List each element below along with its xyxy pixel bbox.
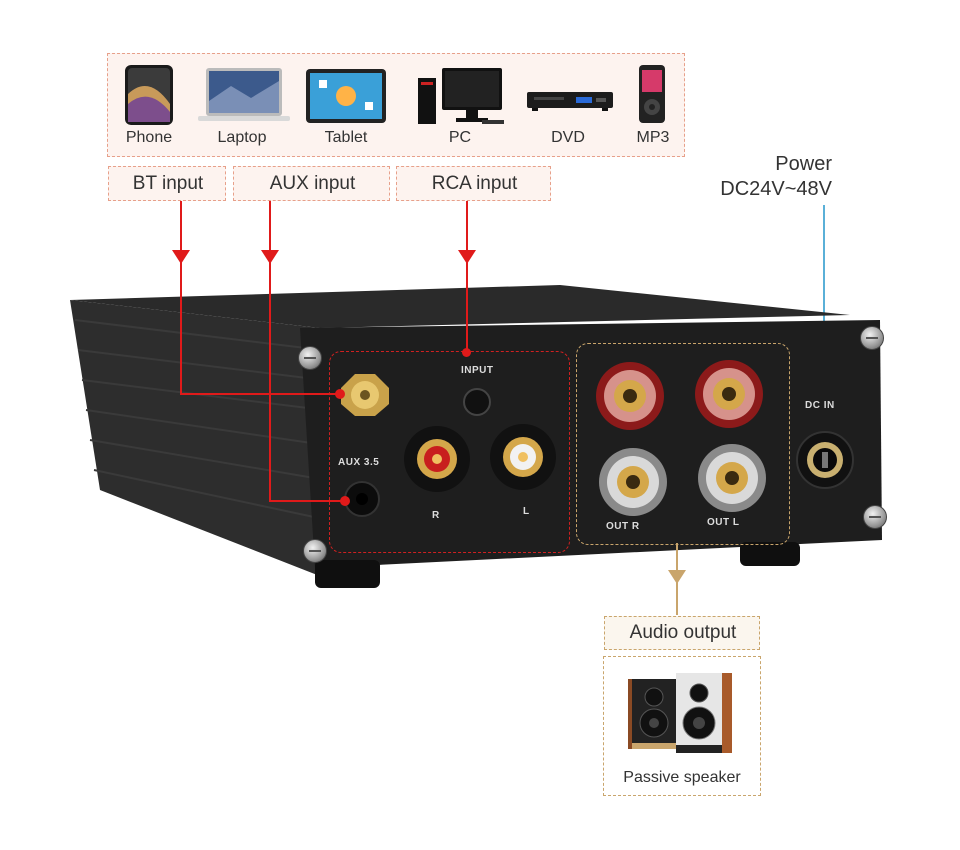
aux-arrow-line	[269, 201, 271, 501]
aux-jack	[344, 481, 380, 517]
screw-bottom-right	[863, 505, 887, 529]
passive-speaker-box: Passive speaker	[603, 656, 761, 796]
speaker-icon	[628, 673, 732, 753]
bt-arrow-dot	[335, 389, 345, 399]
aux-arrow-connector	[269, 500, 345, 502]
rca-arrow-dot	[462, 348, 471, 357]
screw-bottom-left	[303, 539, 327, 563]
phone-icon	[125, 65, 173, 125]
bt-arrow-head	[172, 250, 190, 264]
bt-antenna-connector	[341, 374, 389, 416]
output-group-outline	[576, 343, 790, 545]
tablet-icon	[306, 69, 386, 123]
rca-right-jack	[404, 426, 470, 492]
out-l-black-terminal	[698, 444, 766, 512]
bt-input-label: BT input	[108, 166, 226, 201]
pc-icon	[418, 68, 504, 124]
out-r-black-terminal	[599, 448, 667, 516]
rca-r-label: R	[432, 510, 440, 521]
power-voltage-label: DC24V~48V	[720, 178, 832, 200]
screw-top-left	[298, 346, 322, 370]
device-label-dvd: DVD	[551, 129, 585, 146]
device-label-pc: PC	[448, 129, 472, 146]
device-label-laptop: Laptop	[217, 129, 267, 146]
out-r-label: OUT R	[606, 521, 640, 532]
bt-arrow-connector	[180, 393, 340, 395]
bt-arrow-line	[180, 201, 182, 393]
out-l-label: OUT L	[707, 517, 740, 528]
power-pointer-line	[823, 205, 825, 410]
aux-arrow-dot	[340, 496, 350, 506]
screw-top-right	[860, 326, 884, 350]
aux-arrow-head	[261, 250, 279, 264]
aux-input-label: AUX input	[233, 166, 390, 201]
dc-in-label: DC IN	[805, 400, 835, 411]
out-r-red-terminal	[596, 362, 664, 430]
device-label-phone: Phone	[125, 129, 173, 146]
input-button	[463, 388, 491, 416]
rca-arrow-line	[466, 201, 468, 351]
device-label-mp3: MP3	[636, 129, 670, 146]
power-label: Power	[775, 153, 832, 175]
out-l-red-terminal	[695, 360, 763, 428]
device-label-tablet: Tablet	[324, 129, 368, 146]
rca-left-jack	[490, 424, 556, 490]
input-group-outline	[329, 351, 570, 553]
audio-output-label: Audio output	[604, 616, 760, 650]
aux-label: AUX 3.5	[338, 457, 380, 468]
output-arrow-head	[668, 570, 686, 584]
device-strip: Phone Laptop Tablet PC DVD	[107, 53, 685, 157]
passive-speaker-label: Passive speaker	[623, 769, 741, 786]
mp3-player-icon	[639, 65, 665, 123]
rca-l-label: L	[523, 506, 530, 517]
rca-arrow-head	[458, 250, 476, 264]
dvd-player-icon	[527, 92, 613, 111]
input-text: INPUT	[461, 365, 494, 376]
rca-input-label: RCA input	[396, 166, 551, 201]
laptop-icon	[198, 68, 290, 121]
dc-in-jack	[796, 431, 854, 489]
